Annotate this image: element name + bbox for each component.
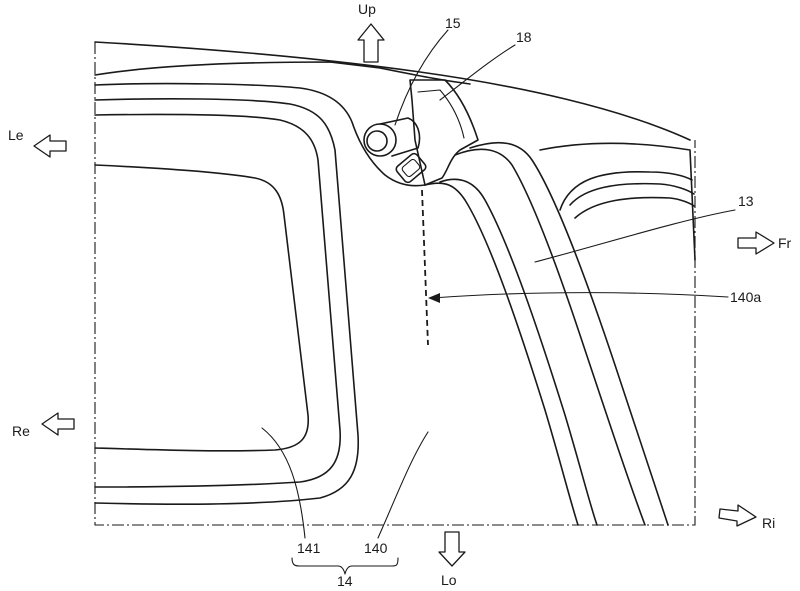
leader-140a	[431, 292, 729, 299]
arrow-up	[357, 23, 385, 63]
arrow-left-le	[33, 134, 67, 158]
arrow-down	[438, 531, 466, 567]
bracket-18-inner	[417, 89, 465, 139]
arrow-right-fr	[737, 231, 775, 255]
windshield-edge	[539, 142, 696, 261]
label-14: 14	[337, 573, 353, 589]
hinge-body-15	[379, 117, 421, 157]
latch-block	[395, 152, 427, 184]
label-fr: Fr	[778, 235, 792, 251]
window-glass-141	[94, 164, 309, 452]
label-13: 13	[738, 193, 754, 209]
leader-140a-arrowhead	[428, 293, 440, 303]
roof-inner-edge	[94, 61, 471, 85]
roof-outer-edge	[94, 41, 691, 141]
pillar-line-2	[439, 178, 598, 526]
label-up: Up	[358, 1, 376, 17]
label-18: 18	[516, 29, 532, 45]
label-15: 15	[445, 15, 461, 31]
arrow-right-ri	[718, 504, 757, 527]
leader-13	[534, 209, 736, 263]
leader-18	[439, 44, 516, 101]
label-le: Le	[8, 127, 24, 143]
door-panel-line-2	[94, 113, 341, 488]
leader-15	[394, 29, 449, 126]
leader-140	[377, 431, 429, 539]
window-opening-outer	[94, 82, 426, 187]
label-lo: Lo	[441, 572, 457, 588]
hinge-pin-15-inner	[366, 130, 388, 152]
label-141: 141	[297, 540, 321, 556]
frame-boundary	[94, 42, 696, 526]
latch-block-inner	[401, 158, 421, 178]
windshield-curve-2	[569, 182, 695, 206]
door-panel-line-1	[94, 98, 360, 505]
label-140: 140	[364, 540, 388, 556]
windshield-curve-3	[574, 196, 695, 219]
brace-14	[291, 557, 399, 575]
label-ri: Ri	[762, 515, 775, 531]
windshield-curve-1	[559, 170, 693, 211]
pillar-line-3	[454, 148, 646, 526]
pillar-outer-line	[424, 182, 579, 526]
arrow-left-re	[41, 412, 75, 436]
leader-141	[261, 427, 306, 539]
bracket-18	[409, 79, 479, 186]
label-re: Re	[12, 423, 30, 439]
dashed-line-140a	[421, 189, 429, 346]
pillar-line-4	[469, 141, 669, 526]
label-140a: 140a	[730, 289, 761, 305]
